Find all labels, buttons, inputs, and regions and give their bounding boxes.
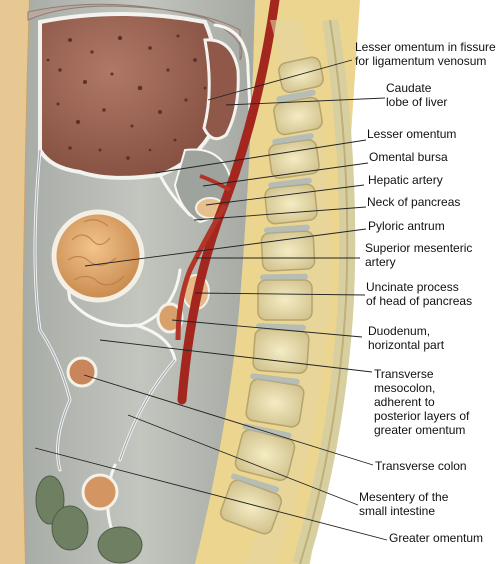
label-lesser-omentum: Lesser omentum [367, 127, 457, 141]
label-transverse-mesocolon: Transverse mesocolon, adherent to poster… [374, 367, 470, 437]
abdominal-wall [0, 0, 30, 564]
label-hepatic-artery: Hepatic artery [368, 173, 443, 187]
small-intestine [81, 473, 119, 511]
label-greater-omentum: Greater omentum [389, 531, 484, 545]
label-neck-of-pancreas: Neck of pancreas [367, 195, 461, 209]
transverse-colon [66, 356, 98, 388]
leader-lines [34, 59, 388, 541]
pyloric-antrum [51, 209, 145, 303]
label-uncinate-process: Uncinate process of head of pancreas [366, 280, 473, 308]
label-superior-mesenteric-artery: Superior mesenteric artery [365, 241, 473, 269]
caudate-lobe [202, 38, 240, 141]
label-lesser-omentum-fissure: Lesser omentum in fissure for ligamentum… [355, 40, 496, 68]
superior-mesenteric-artery [175, 203, 228, 341]
label-omental-bursa: Omental bursa [369, 150, 448, 164]
intestine-coils [35, 475, 143, 564]
liver [38, 12, 221, 180]
label-transverse-colon: Transverse colon [375, 459, 467, 473]
liver-vessels [46, 34, 207, 160]
label-pyloric-antrum: Pyloric antrum [368, 219, 445, 233]
label-caudate-lobe: Caudate lobe of liver [386, 81, 448, 109]
diaphragm [27, 3, 243, 61]
label-duodenum: Duodenum, horizontal part [368, 324, 445, 352]
label-mesentery-small-intestine: Mesentery of the small intestine [359, 490, 449, 518]
hepatic-artery [199, 174, 231, 192]
